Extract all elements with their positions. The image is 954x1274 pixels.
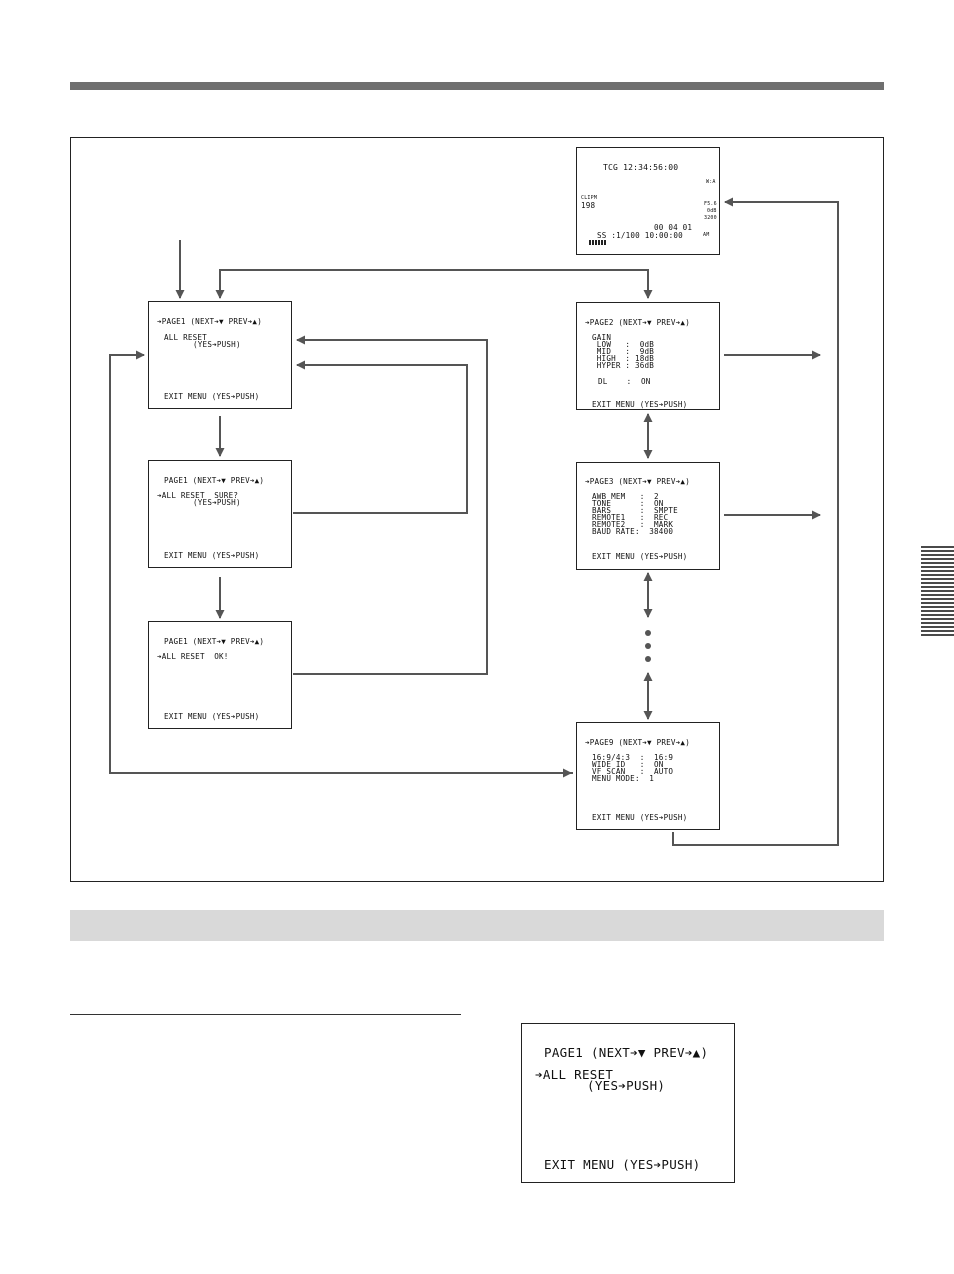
- page1-menu-screen: ➔PAGE1 (NEXT➔▼ PREV➔▲) ALL RESET (YES➔PU…: [148, 301, 292, 409]
- exit-menu-label: EXIT MENU (YES➔PUSH): [592, 400, 688, 409]
- gain-readout: 0dB: [707, 208, 717, 214]
- menu-line: MID : 9dB: [592, 347, 655, 356]
- wa-indicator: W:A: [706, 179, 716, 185]
- ellipsis-dot: [645, 630, 651, 636]
- menu-line: HYPER : 36dB: [592, 361, 655, 370]
- menu-line: MENU MODE: 1: [592, 774, 655, 783]
- menu-header: ➔PAGE3 (NEXT➔▼ PREV➔▲): [585, 477, 690, 486]
- menu-line: VF SCAN : AUTO: [592, 767, 674, 776]
- menu-item-hint: (YES➔PUSH): [193, 498, 241, 507]
- status-display-screen: TCG 12:34:56:00 W:A CLIPM 198 F5.6 0dB 3…: [576, 147, 720, 255]
- menu-line: REMOTE1 : REC: [592, 513, 669, 522]
- tcg-readout: TCG 12:34:56:00: [603, 163, 679, 172]
- clip-label: CLIPM: [581, 195, 598, 201]
- menu-line: LOW : 0dB: [592, 340, 655, 349]
- clip-number: 198: [581, 201, 596, 210]
- section-heading-bar: [70, 910, 884, 941]
- menu-header: ➔PAGE2 (NEXT➔▼ PREV➔▲): [585, 318, 690, 327]
- ok-return-arrow: [293, 335, 488, 675]
- menu-line: WIDE ID : ON: [592, 760, 664, 769]
- page3-menu-screen: ➔PAGE3 (NEXT➔▼ PREV➔▲) AWB MEM : 2 TONE …: [576, 462, 720, 570]
- battery-meter: [589, 240, 607, 245]
- top-rule: [70, 82, 884, 90]
- menu-line: BARS : SMPTE: [592, 506, 678, 515]
- page2-menu-screen: ➔PAGE2 (NEXT➔▼ PREV➔▲) GAIN LOW : 0dB MI…: [576, 302, 720, 410]
- user-bits-readout: 00 04 01: [654, 223, 693, 232]
- menu-header: ➔PAGE9 (NEXT➔▼ PREV➔▲): [585, 738, 690, 747]
- page1-to-page2-arrow: [219, 269, 653, 299]
- menu-line: BAUD RATE: 38400: [592, 527, 674, 536]
- color-temp-readout: 3200: [704, 215, 717, 221]
- shutter-timecode-readout: SS :1/100 10:00:00: [597, 231, 683, 240]
- menu-item: ➔ALL RESET SURE?: [157, 491, 239, 500]
- menu-line: TONE : ON: [592, 499, 664, 508]
- menu-header: PAGE1 (NEXT➔▼ PREV➔▲): [544, 1045, 709, 1060]
- menu-line: GAIN: [592, 333, 612, 342]
- page1-reset-ok-screen: PAGE1 (NEXT➔▼ PREV➔▲) ➔ALL RESET OK! EXI…: [148, 621, 292, 729]
- menu-line: HIGH : 18dB: [592, 354, 655, 363]
- exit-menu-label: EXIT MENU (YES➔PUSH): [164, 392, 260, 401]
- subheading-rule: [70, 1014, 461, 1015]
- exit-menu-label: EXIT MENU (YES➔PUSH): [164, 712, 260, 721]
- ellipsis-dot: [645, 656, 651, 662]
- menu-line: AWB MEM : 2: [592, 492, 659, 501]
- menu-header: PAGE1 (NEXT➔▼ PREV➔▲): [164, 637, 265, 646]
- menu-header: ➔PAGE1 (NEXT➔▼ PREV➔▲): [157, 317, 262, 326]
- page1-confirm-screen: PAGE1 (NEXT➔▼ PREV➔▲) ➔ALL RESET SURE? (…: [148, 460, 292, 568]
- menu-item: ALL RESET: [164, 333, 207, 342]
- exit-to-status-arrow: [672, 197, 839, 846]
- menu-item-hint: (YES➔PUSH): [587, 1078, 666, 1093]
- am-indicator: AM: [703, 232, 710, 238]
- sure-return-arrow: [293, 360, 468, 514]
- exit-menu-label: EXIT MENU (YES➔PUSH): [592, 813, 688, 822]
- menu-item: ➔ALL RESET: [535, 1067, 614, 1082]
- diagram-frame: [70, 137, 884, 882]
- menu-line: REMOTE2 : MARK: [592, 520, 674, 529]
- menu-line: 16:9/4:3 : 16:9: [592, 753, 674, 762]
- menu-header: PAGE1 (NEXT➔▼ PREV➔▲): [164, 476, 265, 485]
- page1-large-example-screen: PAGE1 (NEXT➔▼ PREV➔▲) ➔ALL RESET (YES➔PU…: [521, 1023, 735, 1183]
- fstop-readout: F5.6: [704, 201, 717, 207]
- exit-menu-label: EXIT MENU (YES➔PUSH): [164, 551, 260, 560]
- ellipsis-dot: [645, 643, 651, 649]
- menu-item: ➔ALL RESET OK!: [157, 652, 229, 661]
- page9-menu-screen: ➔PAGE9 (NEXT➔▼ PREV➔▲) 16:9/4:3 : 16:9 W…: [576, 722, 720, 830]
- menu-item-hint: (YES➔PUSH): [193, 340, 241, 349]
- section-tab-marker: [921, 546, 954, 636]
- exit-menu-label: EXIT MENU (YES➔PUSH): [544, 1157, 701, 1172]
- menu-line: DL : ON: [598, 377, 651, 386]
- exit-menu-label: EXIT MENU (YES➔PUSH): [592, 552, 688, 561]
